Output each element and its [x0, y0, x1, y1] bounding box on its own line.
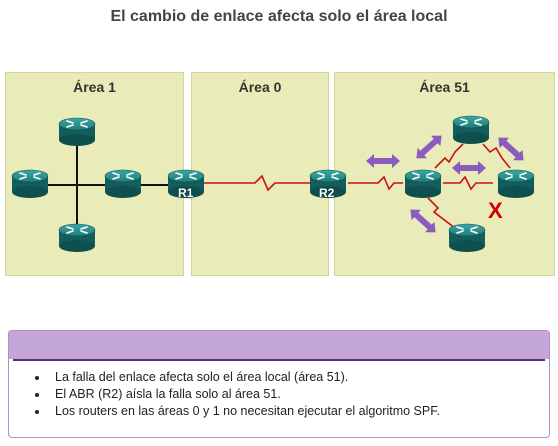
area-0-label: Área 0 — [238, 79, 282, 95]
diagram-title: El cambio de enlace afecta solo el área … — [110, 8, 448, 25]
router-area1-top — [58, 117, 96, 147]
update-arrow-bottom-left — [405, 204, 441, 238]
router-r1-label: R1 — [178, 186, 194, 200]
note-item: La falla del enlace afecta solo el área … — [49, 369, 440, 386]
router-area1-left — [11, 169, 49, 199]
serial-link-top-right — [482, 143, 511, 169]
router-r2-label: R2 — [319, 186, 335, 200]
serial-link-left-top — [434, 143, 464, 169]
update-arrow-top-left — [411, 130, 447, 164]
notes-divider — [13, 359, 545, 361]
notes-panel: La falla del enlace afecta solo el área … — [8, 330, 550, 438]
area-1-label: Área 1 — [73, 79, 116, 95]
note-item: Los routers en las áreas 0 y 1 no necesi… — [49, 403, 440, 420]
serial-links — [202, 143, 511, 229]
notes-header-band — [9, 331, 549, 359]
router-area51-left — [404, 169, 442, 199]
update-arrow-left-right — [452, 161, 486, 175]
serial-link-left-bottom — [427, 197, 456, 229]
area-51-label: Área 51 — [419, 79, 470, 95]
update-arrow-r2-left — [366, 154, 400, 168]
note-item: El ABR (R2) aísla la falla solo al área … — [49, 386, 440, 403]
router-area51-top — [452, 115, 490, 145]
serial-link-left-right — [443, 175, 493, 191]
serial-link-r2-area51 — [348, 175, 403, 191]
router-area1-bottom — [58, 223, 96, 253]
link-failure-mark: X — [488, 198, 503, 223]
router-area51-right — [497, 169, 535, 199]
update-arrow-top-right — [493, 132, 529, 166]
router-area1-center — [104, 169, 142, 199]
notes-list: La falla del enlace afecta solo el área … — [9, 369, 440, 420]
router-area51-bottom — [448, 223, 486, 253]
serial-link-r1-r2 — [202, 174, 310, 192]
